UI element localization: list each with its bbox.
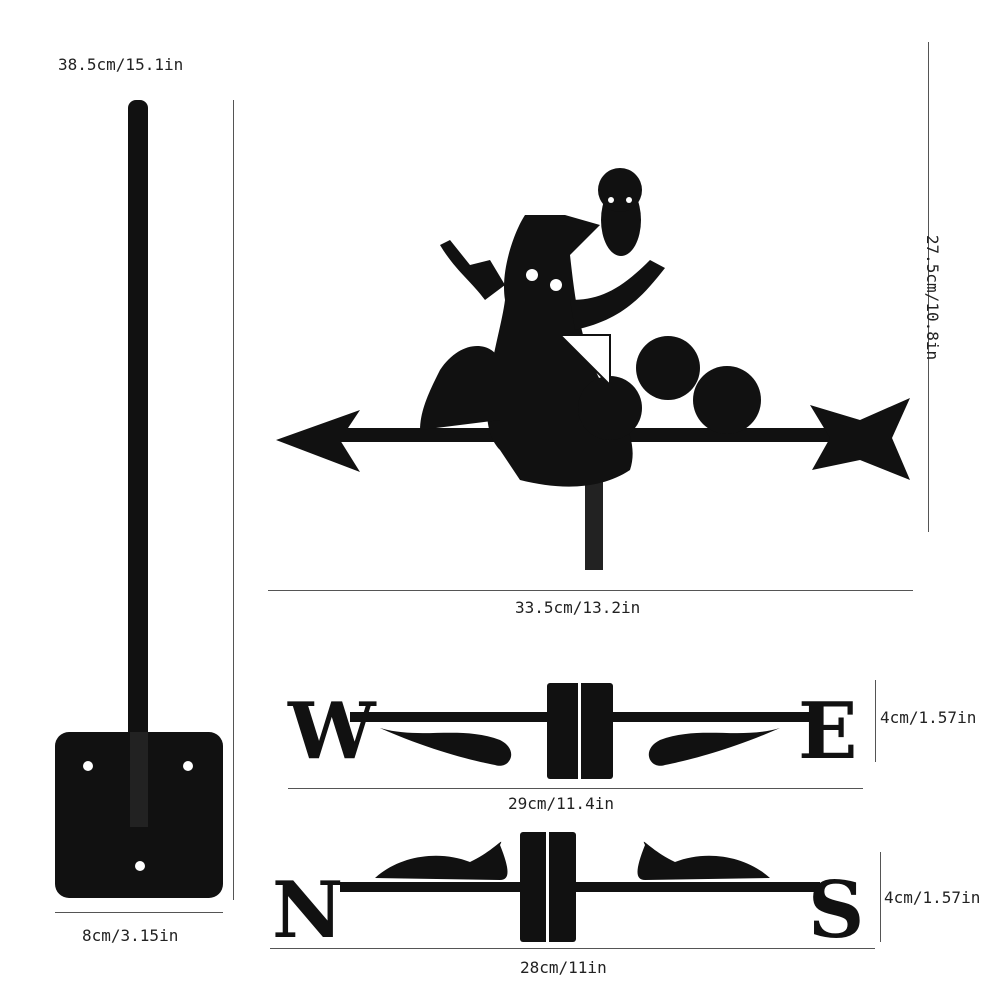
we-height-label: 4cm/1.57in xyxy=(880,708,977,727)
north-south-arm: N S xyxy=(272,832,864,956)
ns-width-line xyxy=(270,948,875,949)
letter-w: W xyxy=(287,686,377,777)
vane-width-line xyxy=(268,590,913,591)
we-height-line xyxy=(875,680,876,762)
ns-height-label: 4cm/1.57in xyxy=(884,888,981,907)
vane-height-line xyxy=(928,42,929,532)
base-width-line xyxy=(55,912,223,913)
pole-with-base xyxy=(55,100,223,898)
letter-e: E xyxy=(798,686,857,777)
ns-width-label: 28cm/11in xyxy=(520,958,607,977)
letter-s: S xyxy=(808,865,864,956)
vane-height-label: 27.5cm/10.8in xyxy=(923,234,943,361)
ns-height-line xyxy=(880,852,881,942)
letter-n: N xyxy=(272,865,343,956)
pole-height-label: 38.5cm/15.1in xyxy=(58,55,184,74)
we-width-label: 29cm/11.4in xyxy=(508,794,614,813)
we-width-line xyxy=(288,788,863,789)
vane-width-label: 33.5cm/13.2in xyxy=(515,598,641,617)
west-east-arm: W E xyxy=(287,683,857,779)
pole-height-line xyxy=(233,100,234,900)
halloween-vane xyxy=(276,168,910,570)
base-width-label: 8cm/3.15in xyxy=(82,926,179,945)
